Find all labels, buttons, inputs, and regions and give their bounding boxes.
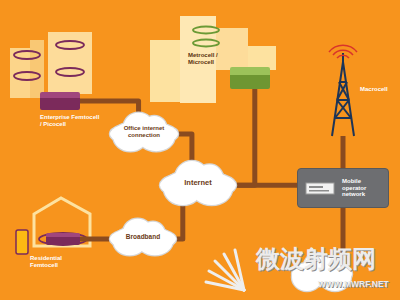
signal-ring (14, 72, 40, 80)
tower-strut (335, 117, 351, 119)
server-face (306, 183, 334, 194)
tower-strut (342, 53, 344, 62)
connector-line (236, 183, 297, 188)
signal-ring (39, 233, 87, 245)
box-label: Mobile operator network (342, 178, 382, 199)
device-label: Residential Femtocell (30, 255, 70, 269)
building (48, 32, 92, 94)
cloud-node: Broadband (110, 218, 176, 256)
watermark-url: WWW.MWRF.NET (318, 280, 389, 290)
femtocell-box: Residential Femtocell (46, 233, 80, 245)
signal-ring (193, 40, 219, 47)
label-holder: 微波射频网 (256, 246, 376, 274)
device-label: Macrocell (360, 86, 394, 93)
connector-line (80, 237, 110, 242)
cloud-layer (110, 219, 176, 255)
tower-strut (337, 82, 347, 100)
label-holder: Macrocell (360, 86, 394, 93)
cloud-part (141, 222, 165, 245)
cloud-layer (110, 113, 178, 151)
label-holder: Metrocell / Microcell (188, 52, 228, 66)
label-holder: Enterprise Femtocell / Picocell (40, 114, 102, 128)
signal-ring (56, 68, 84, 76)
tower-strut (332, 62, 354, 136)
tower-strut (339, 82, 349, 100)
cloud-node: Internet (160, 160, 236, 206)
cloud-label: Broadband (126, 233, 160, 240)
tower-drawing (326, 48, 360, 136)
text-holder: Broadband (126, 233, 160, 240)
metrocell-box: Metrocell / Microcell (230, 67, 270, 89)
label-holder: WWW.MWRF.NET (318, 280, 389, 290)
tower-strut (337, 100, 351, 118)
label-holder: Residential Femtocell (30, 255, 70, 269)
server-slot (309, 186, 323, 188)
logo-ray (235, 250, 244, 290)
cloud-layer (110, 219, 176, 255)
cloud-layer (110, 113, 178, 151)
tower-strut (335, 100, 349, 118)
building (216, 28, 248, 70)
device-label: Enterprise Femtocell / Picocell (40, 114, 102, 128)
server-slot (309, 190, 329, 192)
building (30, 40, 44, 98)
text-holder: Office internet connection (117, 125, 171, 139)
cloud-layer (160, 161, 236, 205)
building (150, 40, 180, 102)
device-label: Metrocell / Microcell (188, 52, 228, 66)
cloud-label: Internet (184, 179, 212, 188)
signal-ring (14, 51, 40, 59)
signal-ring (56, 41, 84, 49)
connector-line (341, 136, 346, 168)
macrocell-tower: Macrocell (326, 48, 360, 136)
connector-line (236, 89, 255, 185)
signal-arc (329, 45, 357, 52)
cloud-label: Office internet connection (117, 125, 171, 139)
signal-arc (337, 55, 349, 58)
network-box: Mobile operator network (297, 168, 389, 208)
phone-icon (16, 230, 28, 254)
logo-fan (206, 250, 244, 290)
text-holder: Internet (184, 179, 212, 188)
connector-line (178, 134, 192, 160)
cloud-part (141, 222, 165, 245)
cloud-node: Office internet connection (110, 112, 178, 152)
cloud-layer (160, 161, 236, 205)
text-holder: Mobile operator network (342, 178, 382, 199)
connector-line (176, 206, 183, 239)
femtocell-box: Enterprise Femtocell / Picocell (40, 92, 80, 110)
signal-arc (333, 50, 353, 55)
connector-line (80, 101, 139, 112)
watermark-text: 微波射频网 (256, 246, 376, 274)
signal-ring (193, 27, 219, 34)
